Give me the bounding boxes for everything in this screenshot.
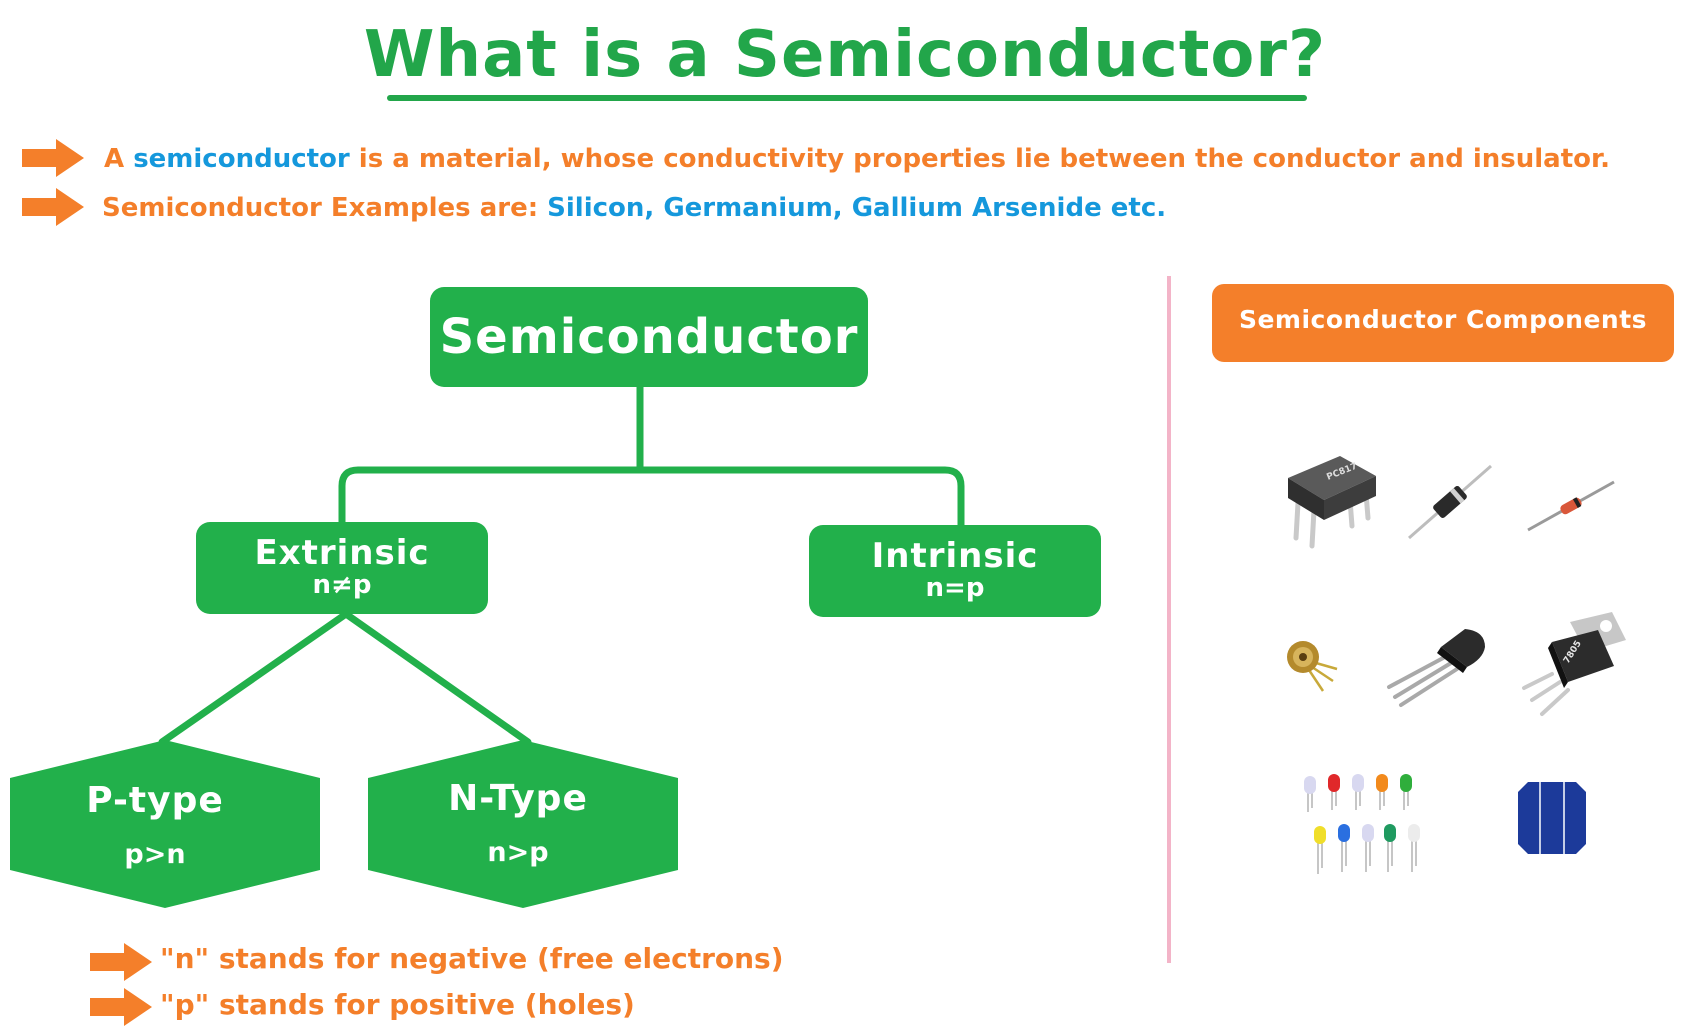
components-title: Semiconductor Components [1212, 284, 1674, 362]
definition-part: A [104, 144, 134, 174]
ntype-title: N-Type [448, 778, 588, 819]
definition-part: is a material, whose conductivity proper… [349, 144, 1611, 174]
ptype-title: P-type [86, 780, 224, 821]
title-underline [387, 95, 1307, 101]
diode-icon [1408, 464, 1492, 540]
section-divider [1167, 276, 1171, 963]
ntype-hexagon [368, 740, 678, 908]
extrinsic-title: Extrinsic [254, 533, 430, 573]
connector-branch [338, 466, 965, 531]
arrow-right-icon [90, 988, 152, 1026]
connector-ntype [342, 610, 532, 746]
page-title: What is a Semiconductor? [363, 18, 1327, 92]
ptype-relation: p>n [124, 839, 186, 870]
ntype-node: N-Type n>p [368, 778, 668, 868]
laser-diode-icon [1287, 641, 1338, 692]
connector-ptype [158, 610, 350, 746]
intrinsic-title: Intrinsic [871, 536, 1039, 576]
optocoupler-icon: PC817 [1288, 456, 1376, 549]
ptype-node: P-type p>n [10, 780, 300, 870]
ntype-relation: n>p [487, 837, 549, 868]
examples-label: Semiconductor Examples are: [102, 193, 548, 223]
leds-icon [1304, 774, 1420, 874]
voltage-regulator-icon: 7805 [1522, 612, 1626, 716]
solar-cell-icon [1518, 782, 1586, 854]
transistor-icon [1387, 629, 1485, 707]
extrinsic-relation: n≠p [312, 570, 372, 600]
tree-connectors [158, 383, 965, 746]
intrinsic-node: Intrinsic n=p [809, 525, 1101, 617]
arrow-right-icon [90, 943, 152, 981]
semiconductor-node: Semiconductor [430, 287, 868, 387]
examples-list: Silicon, Germanium, Gallium Arsenide etc… [547, 193, 1167, 223]
arrow-right-icon [22, 188, 84, 226]
legend-p: "p" stands for positive (holes) [160, 988, 635, 1021]
examples-text: Semiconductor Examples are: Silicon, Ger… [102, 193, 1166, 223]
intrinsic-relation: n=p [925, 573, 985, 603]
legend-n: "n" stands for negative (free electrons) [160, 942, 784, 975]
arrow-right-icon [22, 139, 84, 177]
definition-text: A semiconductor is a material, whose con… [104, 144, 1610, 174]
extrinsic-node: Extrinsic n≠p [196, 522, 488, 614]
definition-keyword: semiconductor [133, 144, 350, 174]
ptype-hexagon [10, 740, 320, 908]
zener-diode-icon [1527, 480, 1615, 532]
